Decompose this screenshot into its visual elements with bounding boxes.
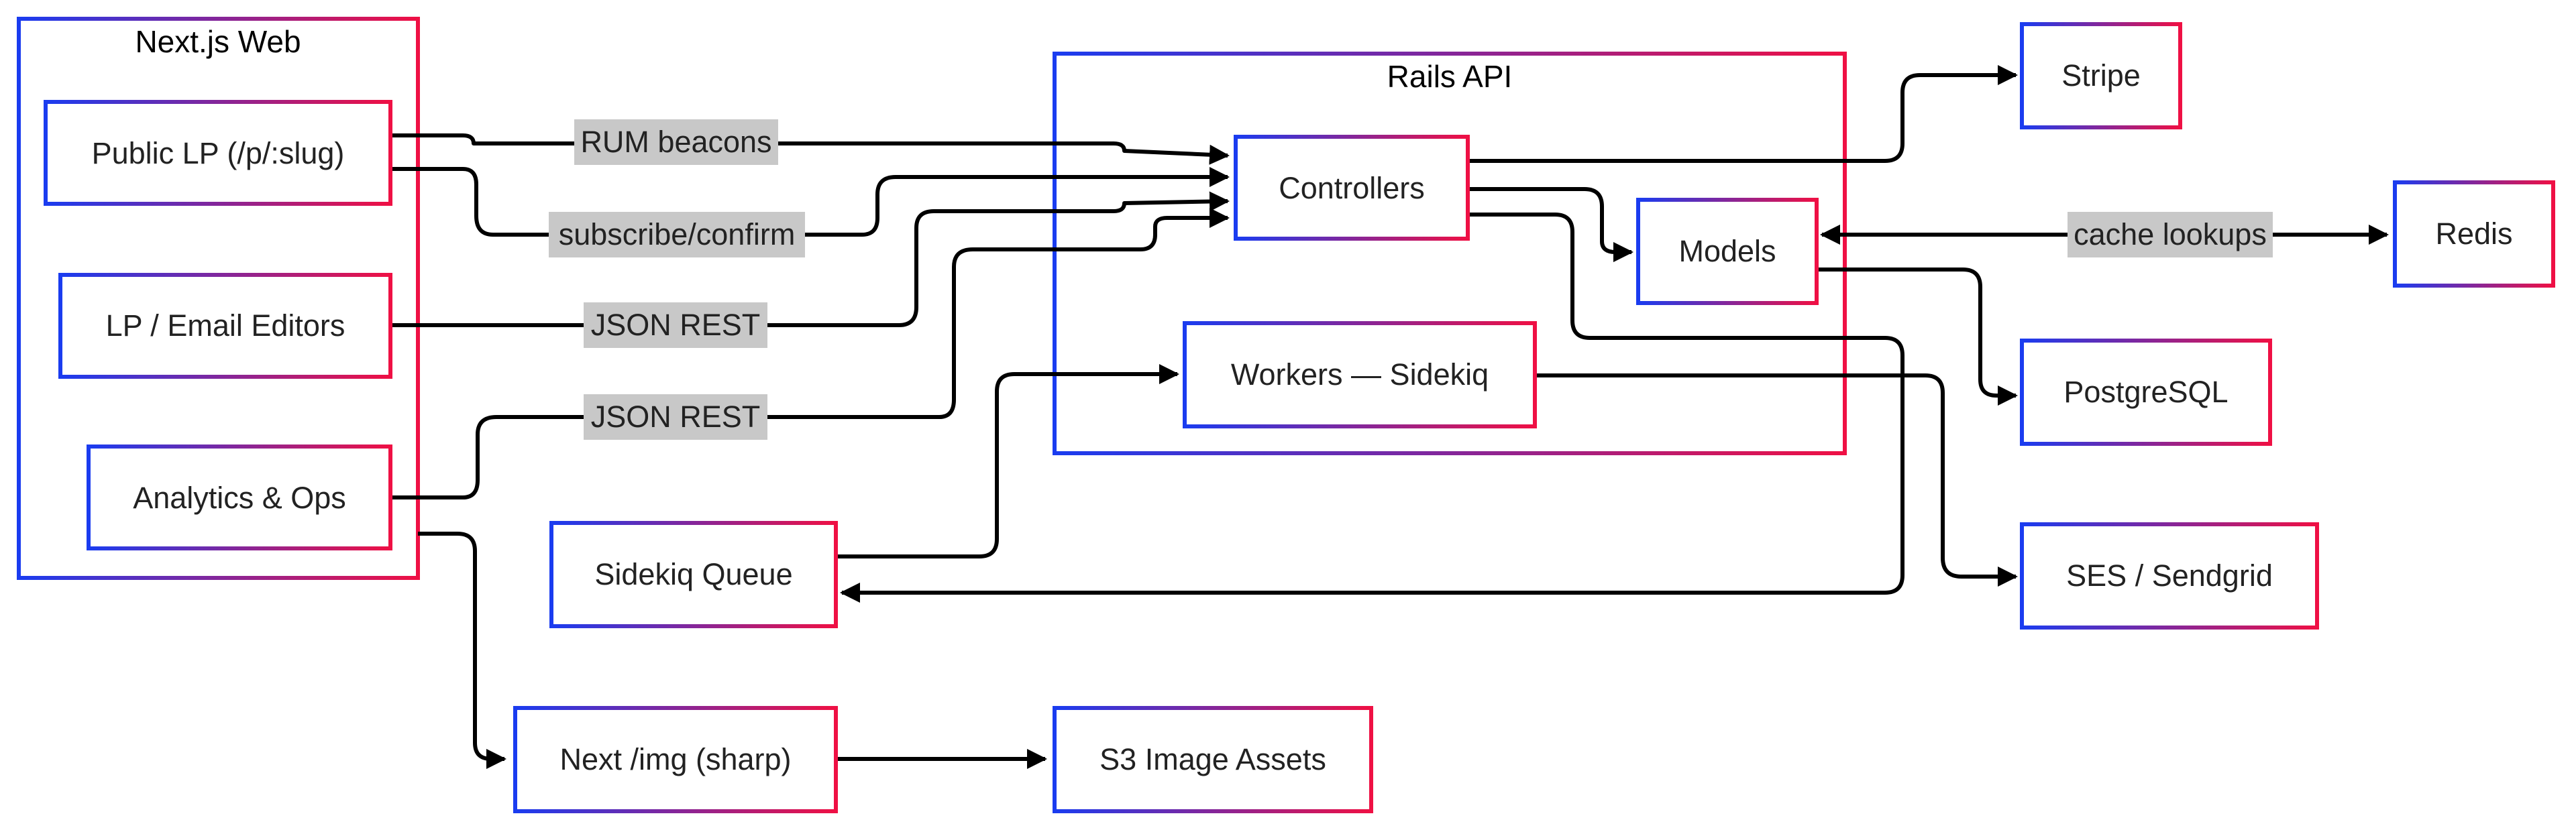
edge-labels: RUM beacons subscribe/confirm JSON REST … [549,119,2273,440]
nodes: Public LP (/p/:slug) LP / Email Editors … [44,22,2555,813]
edge-analytics-nextimg [418,532,506,769]
node-postgres-label: PostgreSQL [2063,375,2228,409]
node-ses-sendgrid[interactable]: SES / Sendgrid [2020,522,2319,630]
node-analytics-label: Analytics & Ops [133,481,346,515]
edge-models-postgres [1817,268,2018,406]
label-rum-beacons-text: RUM beacons [580,125,771,159]
node-analytics-ops[interactable]: Analytics & Ops [87,444,392,550]
label-cache-lookups-text: cache lookups [2074,217,2267,251]
node-s3-image-assets[interactable]: S3 Image Assets [1053,706,1373,813]
node-redis-label: Redis [2435,217,2512,251]
node-ses-label: SES / Sendgrid [2066,558,2273,593]
node-next-img-label: Next /img (sharp) [559,742,791,776]
node-public-lp-label: Public LP (/p/:slug) [92,136,345,170]
group-rails-title: Rails API [1387,59,1513,94]
node-queue-label: Sidekiq Queue [594,557,792,591]
node-controllers-label: Controllers [1279,171,1425,205]
node-stripe[interactable]: Stripe [2020,22,2182,129]
node-workers-sidekiq[interactable]: Workers — Sidekiq [1183,321,1537,428]
node-editors-label: LP / Email Editors [106,308,345,343]
node-models[interactable]: Models [1636,198,1819,305]
edge-workers-ses [1535,373,2018,587]
node-next-img[interactable]: Next /img (sharp) [513,706,838,813]
edge-json-rest-analytics [390,208,1230,499]
label-subscribe-confirm: subscribe/confirm [549,212,805,257]
node-workers-label: Workers — Sidekiq [1231,357,1489,392]
label-subscribe-confirm-text: subscribe/confirm [559,217,796,251]
node-sidekiq-queue[interactable]: Sidekiq Queue [549,521,838,628]
edge-controllers-stripe [1468,65,2018,163]
edge-queue-workers [836,364,1179,558]
label-json-rest-1-text: JSON REST [591,308,761,342]
node-lp-email-editors[interactable]: LP / Email Editors [58,273,392,379]
edge-controllers-queue [840,213,1904,603]
node-controllers[interactable]: Controllers [1234,135,1470,241]
node-postgresql[interactable]: PostgreSQL [2020,339,2272,446]
label-cache-lookups: cache lookups [2068,212,2273,257]
label-json-rest-editors: JSON REST [584,302,767,348]
edge-controllers-models [1468,187,1633,262]
label-rum-beacons: RUM beacons [574,119,778,165]
node-stripe-label: Stripe [2061,58,2141,93]
edges [390,65,2389,769]
group-nextjs-title: Next.js Web [135,24,301,59]
edge-json-rest-editors [390,191,1230,327]
node-public-lp[interactable]: Public LP (/p/:slug) [44,100,392,206]
node-models-label: Models [1678,234,1776,268]
label-json-rest-2-text: JSON REST [591,400,761,434]
node-redis[interactable]: Redis [2393,180,2555,288]
edge-rum-beacons [390,133,1230,165]
label-json-rest-analytics: JSON REST [584,394,767,440]
node-s3-label: S3 Image Assets [1099,742,1326,776]
